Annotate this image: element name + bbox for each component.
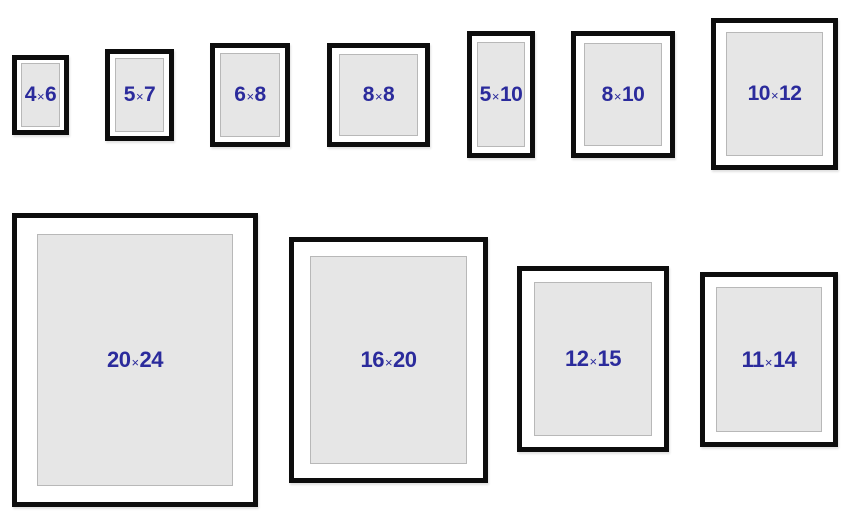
frame-10x12: 10×12	[711, 18, 838, 170]
size-label: 4×6	[24, 83, 57, 106]
size-label: 20×24	[106, 347, 164, 372]
frame-20x24: 20×24	[12, 213, 258, 507]
mat: 20×24	[37, 234, 233, 486]
mat: 4×6	[21, 63, 60, 127]
mat: 8×10	[584, 43, 662, 146]
mat: 6×8	[220, 53, 280, 137]
size-label: 8×8	[362, 83, 395, 106]
frame-12x15: 12×15	[517, 266, 669, 452]
frame-8x8: 8×8	[327, 43, 430, 147]
mat: 10×12	[726, 32, 823, 156]
size-label: 5×7	[123, 83, 156, 106]
frame-6x8: 6×8	[210, 43, 290, 147]
size-label: 10×12	[747, 82, 802, 105]
frame-11x14: 11×14	[700, 272, 838, 447]
mat: 16×20	[310, 256, 467, 464]
frame-16x20: 16×20	[289, 237, 488, 483]
mat: 5×7	[115, 58, 164, 132]
mat: 5×10	[477, 42, 525, 147]
mat: 8×8	[339, 54, 418, 136]
frame-5x7: 5×7	[105, 49, 174, 141]
size-label: 8×10	[601, 82, 645, 106]
size-label: 6×8	[234, 83, 266, 106]
frame-8x10: 8×10	[571, 31, 675, 158]
mat: 11×14	[716, 287, 822, 432]
size-label: 5×10	[479, 82, 523, 106]
size-label: 16×20	[360, 347, 417, 372]
mat: 12×15	[534, 282, 652, 436]
frame-4x6: 4×6	[12, 55, 69, 135]
size-label: 11×14	[741, 346, 797, 372]
size-label: 12×15	[564, 346, 622, 371]
frame-5x10: 5×10	[467, 31, 535, 158]
